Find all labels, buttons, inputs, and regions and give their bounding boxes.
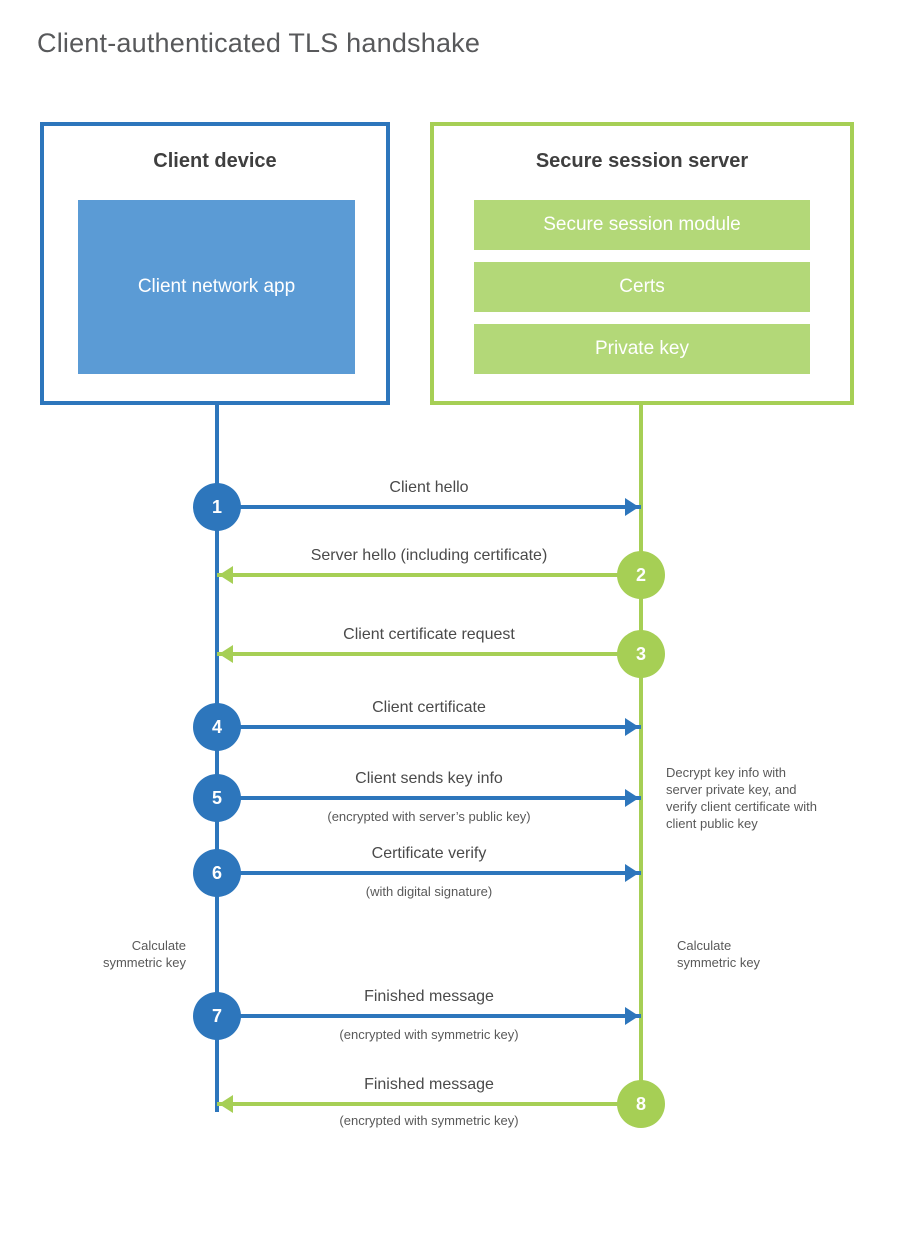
arrow-line-step-7 bbox=[217, 1014, 641, 1018]
message-label-step-5: Client sends key info bbox=[355, 770, 503, 787]
arrow-line-step-2 bbox=[217, 573, 641, 577]
arrow-head-step-7 bbox=[625, 1007, 639, 1025]
step-circle-4: 4 bbox=[193, 703, 241, 751]
arrow-head-step-6 bbox=[625, 864, 639, 882]
client-device-heading: Client device bbox=[153, 150, 277, 172]
server-module-private-key: Private key bbox=[474, 324, 810, 374]
arrow-line-step-5 bbox=[217, 796, 641, 800]
arrow-line-step-8 bbox=[217, 1102, 641, 1106]
step-circle-8: 8 bbox=[617, 1080, 665, 1128]
message-label-step-6: Certificate verify bbox=[371, 845, 487, 862]
step-circle-6: 6 bbox=[193, 849, 241, 897]
arrow-line-step-1 bbox=[217, 505, 641, 509]
decrypt-key-note: Decrypt key info with server private key… bbox=[666, 765, 817, 831]
arrow-head-step-4 bbox=[625, 718, 639, 736]
message-label-step-8: Finished message bbox=[364, 1076, 494, 1093]
secure-session-server-heading: Secure session server bbox=[535, 150, 749, 172]
arrow-head-step-3 bbox=[219, 645, 233, 663]
message-label-step-7: Finished message bbox=[364, 988, 494, 1005]
step-circle-5: 5 bbox=[193, 774, 241, 822]
arrow-line-step-6 bbox=[217, 871, 641, 875]
arrow-head-step-5 bbox=[625, 789, 639, 807]
server-module-secure-session-module: Secure session module bbox=[474, 200, 810, 250]
arrow-head-step-2 bbox=[219, 566, 233, 584]
client-network-app-label: Client network app bbox=[137, 276, 296, 298]
step-circle-3: 3 bbox=[617, 630, 665, 678]
message-sublabel-step-7: (encrypted with symmetric key) bbox=[339, 1027, 519, 1042]
arrow-head-step-8 bbox=[219, 1095, 233, 1113]
step-circle-7: 7 bbox=[193, 992, 241, 1040]
page-title: Client-authenticated TLS handshake bbox=[37, 28, 481, 58]
arrow-head-step-1 bbox=[625, 498, 639, 516]
server-module-certs: Certs bbox=[474, 262, 810, 312]
message-label-step-1: Client hello bbox=[389, 479, 469, 496]
client-lifeline bbox=[215, 404, 219, 1112]
message-label-step-2: Server hello (including certificate) bbox=[310, 547, 548, 564]
server-lifeline bbox=[639, 404, 643, 1104]
client-network-app-box: Client network app bbox=[78, 200, 355, 374]
message-sublabel-step-6: (with digital signature) bbox=[365, 884, 493, 899]
step-circle-2: 2 bbox=[617, 551, 665, 599]
arrow-line-step-3 bbox=[217, 652, 641, 656]
message-label-step-3: Client certificate request bbox=[343, 626, 515, 643]
message-label-step-4: Client certificate bbox=[372, 699, 486, 716]
message-sublabel-step-8: (encrypted with symmetric key) bbox=[339, 1113, 519, 1128]
message-sublabel-step-5: (encrypted with server’s public key) bbox=[327, 809, 531, 824]
calculate-symmetric-key-note-client: Calculate symmetric key bbox=[102, 938, 186, 970]
calculate-symmetric-key-note-server: Calculate symmetric key bbox=[677, 938, 761, 970]
step-circle-1: 1 bbox=[193, 483, 241, 531]
arrow-line-step-4 bbox=[217, 725, 641, 729]
